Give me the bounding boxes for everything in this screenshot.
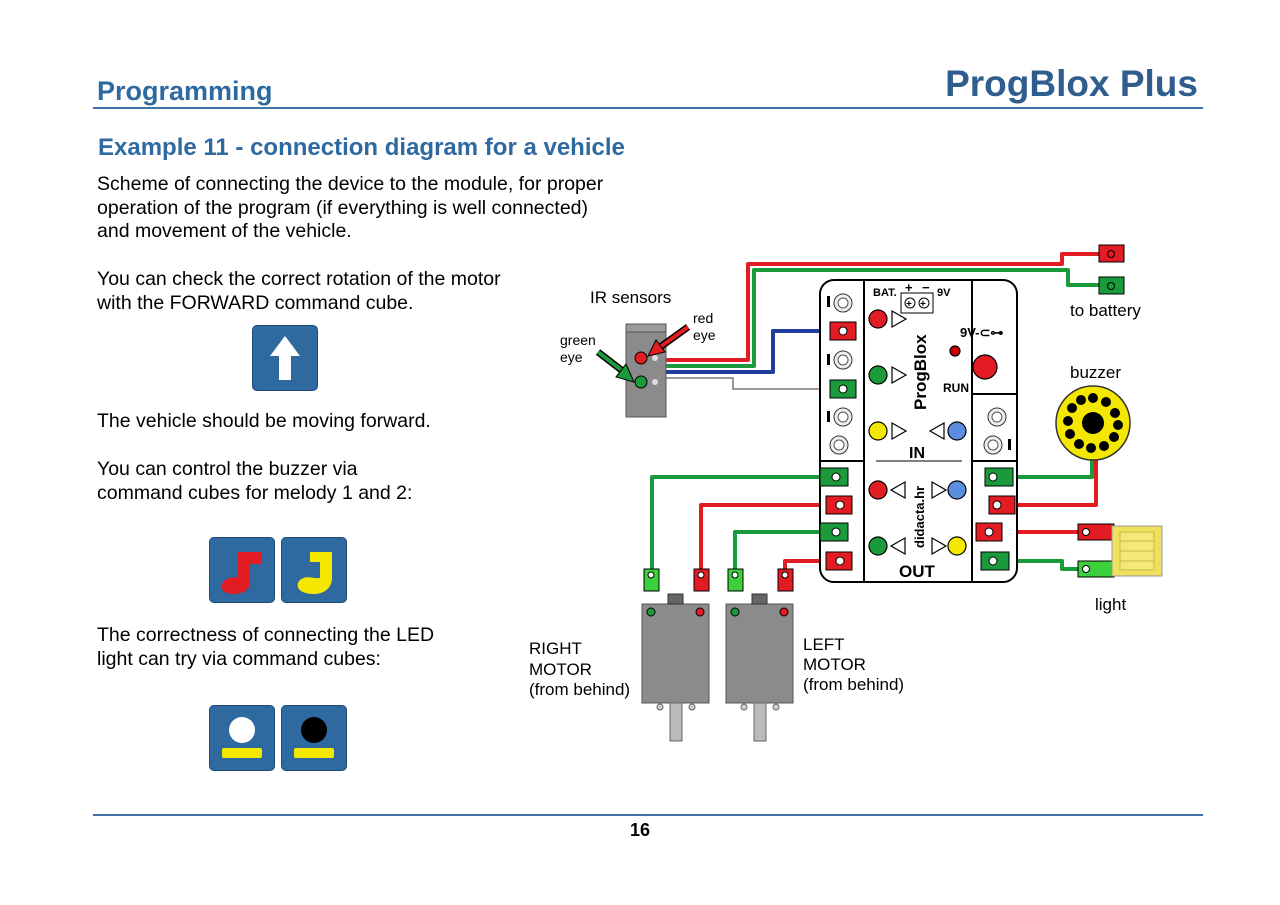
ir-sensor-cap <box>625 323 667 333</box>
green-eye-arrowhead <box>615 363 635 383</box>
buzzer-label: buzzer <box>1070 363 1121 382</box>
left-motor-green-wire <box>733 530 836 570</box>
forward-cube <box>252 325 318 391</box>
red-eye-label-1: red <box>693 310 713 326</box>
ir-pin <box>652 379 658 385</box>
connector-hole <box>1107 250 1115 258</box>
green-eye-arrow <box>596 350 626 374</box>
forward-paragraph: The vehicle should be moving forward. <box>97 410 431 432</box>
left-motor-label-1: LEFT <box>803 635 845 654</box>
module-leds <box>868 309 998 556</box>
right-motor-label-3: (from behind) <box>529 680 630 699</box>
to-battery-label: to battery <box>1070 301 1141 320</box>
svg-text:+: + <box>906 299 912 310</box>
out-label: OUT <box>899 562 936 581</box>
module-right-sockets <box>975 407 1016 571</box>
page-number: 16 <box>629 820 651 840</box>
volt-label: 9V <box>937 287 951 299</box>
green-eye-led <box>634 375 648 389</box>
right-motor-label-2: MOTOR <box>529 660 592 679</box>
light-green-wire <box>996 559 1082 571</box>
melody1-cube <box>209 537 275 603</box>
ir-sensors-label: IR sensors <box>590 288 671 307</box>
volt-symbol-label: 9V-⊂⊶ <box>960 325 1003 340</box>
left-motor-label-2: MOTOR <box>803 655 866 674</box>
black-light-icon <box>294 717 334 758</box>
right-motor-red-wire <box>699 503 836 570</box>
light-label: light <box>1095 595 1126 614</box>
bat-label: BAT. <box>873 287 897 299</box>
right-motor-green-wire <box>650 475 836 570</box>
brand-label: ProgBlox <box>911 334 930 410</box>
green-eye-label-1: green <box>560 332 596 348</box>
module-left-sockets <box>819 293 857 571</box>
light-off-cube <box>281 705 347 771</box>
module-center-panel <box>863 279 973 583</box>
up-arrow-icon <box>270 336 300 380</box>
led-paragraph: The correctness of connecting the LED li… <box>97 624 435 670</box>
ir-white-wire-outline <box>665 375 836 392</box>
scheme-paragraph: Scheme of connecting the device to the m… <box>97 173 604 242</box>
minus-label: − <box>922 280 930 295</box>
battery-green-wire <box>665 268 1100 368</box>
buzzer-paragraph: You can control the buzzer via command c… <box>97 458 413 504</box>
light-device <box>1077 523 1163 578</box>
right-motor-label-1: RIGHT <box>529 639 582 658</box>
left-motor-label-3: (from behind) <box>803 675 904 694</box>
yellow-music-note-icon <box>297 552 332 594</box>
red-music-note-icon <box>221 552 262 594</box>
light-on-cube <box>209 705 275 771</box>
buzzer-red-wire <box>1000 456 1098 507</box>
red-eye-label-2: eye <box>693 327 716 343</box>
battery-green-connector <box>1098 276 1125 295</box>
red-eye-arrow <box>654 325 690 352</box>
red-eye-arrowhead <box>647 339 666 357</box>
footer-divider <box>93 814 1203 816</box>
plus-label: + <box>905 280 913 295</box>
ir-pin <box>652 355 658 361</box>
svg-text:+: + <box>920 299 926 310</box>
melody2-cube <box>281 537 347 603</box>
connector-hole <box>1107 282 1115 290</box>
red-eye-led <box>634 351 648 365</box>
ir-blue-wire <box>665 329 836 374</box>
site-label: didacta.hr <box>912 486 927 548</box>
product-title: ProgBlox Plus <box>945 63 1198 104</box>
rotation-paragraph: You can check the correct rotation of th… <box>97 268 501 314</box>
in-label: IN <box>909 445 925 462</box>
section-title: Programming <box>97 76 273 106</box>
battery-red-connector <box>1098 244 1125 263</box>
run-label: RUN <box>943 381 969 395</box>
left-motor <box>725 568 794 742</box>
example-title: Example 11 - connection diagram for a ve… <box>98 134 625 161</box>
right-motor <box>641 568 710 742</box>
white-light-icon <box>222 717 262 758</box>
battery-red-wire <box>665 252 1100 362</box>
buzzer-device <box>1055 385 1131 461</box>
ir-white-wire <box>665 377 836 390</box>
ir-sensor-body <box>625 323 667 418</box>
green-eye-label-2: eye <box>560 349 583 365</box>
header-divider <box>93 107 1203 109</box>
